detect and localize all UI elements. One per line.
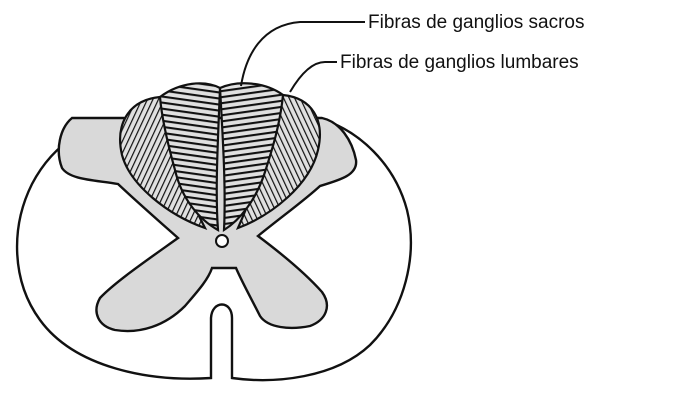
lumbar-fibers-label: Fibras de ganglios lumbares: [340, 52, 579, 73]
sacral-fibers-label: Fibras de ganglios sacros: [368, 12, 585, 33]
central-canal: [216, 235, 228, 247]
lumbar-leader-line: [290, 62, 337, 92]
